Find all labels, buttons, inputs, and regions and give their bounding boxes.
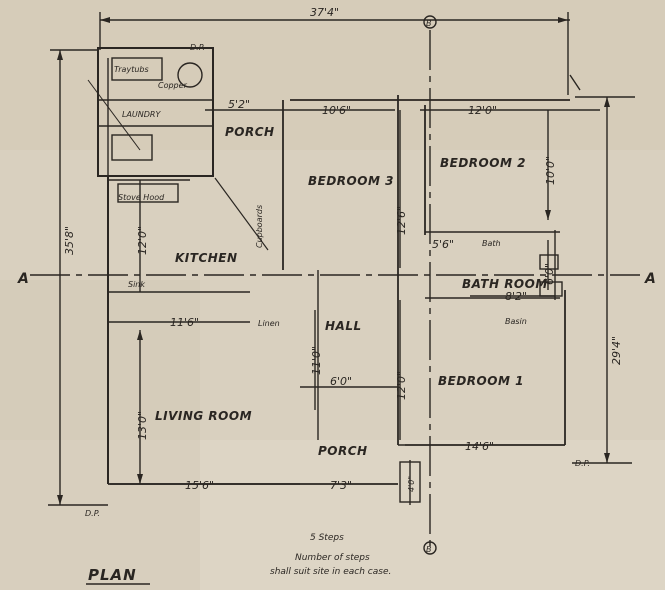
room-bedroom3: BEDROOM 3	[308, 174, 394, 188]
dim-br2-depth: 10'0"	[544, 156, 557, 185]
dim-br3-depth: 12'6"	[395, 206, 408, 235]
room-kitchen: KITCHEN	[175, 251, 238, 265]
fixture-dp-right: D.P.	[575, 459, 590, 468]
dim-bath-depth: 6'0"	[543, 263, 556, 285]
fixture-trays: Traytubs	[114, 65, 149, 74]
note-line1: Number of steps	[295, 553, 370, 563]
room-hall: HALL	[325, 319, 362, 333]
dim-living-width: 15'6"	[185, 479, 214, 492]
room-bedroom2: BEDROOM 2	[440, 156, 526, 170]
dim-hall-width: 6'0"	[330, 375, 352, 388]
dim-kitchen-depth: 12'0"	[136, 226, 149, 255]
room-porch-top: PORCH	[225, 125, 275, 139]
dim-right-depth: 29'4"	[610, 336, 623, 365]
room-bathroom: BATH ROOM	[462, 277, 548, 291]
room-bedroom1: BEDROOM 1	[438, 374, 524, 388]
fixture-dp-top: D.P.	[190, 43, 205, 52]
fixture-stove: Stove Hood	[118, 193, 165, 202]
section-label-b-bottom: B	[426, 545, 432, 554]
fixture-dp-left: D.P.	[85, 509, 100, 518]
drawing-title: PLAN	[88, 566, 137, 584]
section-label-a-right: A	[644, 271, 656, 287]
dim-living-depth: 13'0"	[136, 411, 149, 440]
dim-step: 4'0"	[407, 476, 416, 492]
room-laundry: LAUNDRY	[122, 110, 161, 119]
fixture-basin: Basin	[505, 317, 527, 326]
dim-hall-depth: 11'0"	[310, 346, 323, 375]
room-living: LIVING ROOM	[155, 409, 252, 423]
fixture-cupboards: Cupboards	[255, 205, 264, 248]
dim-bedroom1-width: 14'6"	[465, 440, 494, 453]
dim-porch-bottom-width: 7'3"	[330, 479, 352, 492]
dim-kitchen-width: 11'6"	[170, 316, 199, 329]
section-label-b-top: B	[426, 19, 432, 28]
fixture-sink: Sink	[128, 280, 145, 289]
note-line2: shall suit site in each case.	[270, 567, 391, 577]
dim-bath-width: 8'2"	[505, 290, 527, 303]
dim-overall-width: 37'4"	[310, 6, 339, 19]
section-label-a-left: A	[17, 271, 29, 287]
fixture-copper: Copper	[158, 81, 188, 90]
fixture-linen: Linen	[258, 319, 280, 328]
fixture-bath: Bath	[482, 239, 501, 248]
dim-bedroom1-depth: 12'0"	[395, 371, 408, 400]
dim-br2-width: 12'0"	[468, 104, 497, 117]
dim-porch-width: 5'2"	[228, 98, 250, 111]
note-steps: 5 Steps	[310, 533, 344, 543]
dim-overall-depth: 35'8"	[63, 226, 76, 255]
dim-br3-width: 10'6"	[322, 104, 351, 117]
room-porch-bottom: PORCH	[318, 444, 368, 458]
dim-bath-small: 5'6"	[432, 238, 454, 251]
